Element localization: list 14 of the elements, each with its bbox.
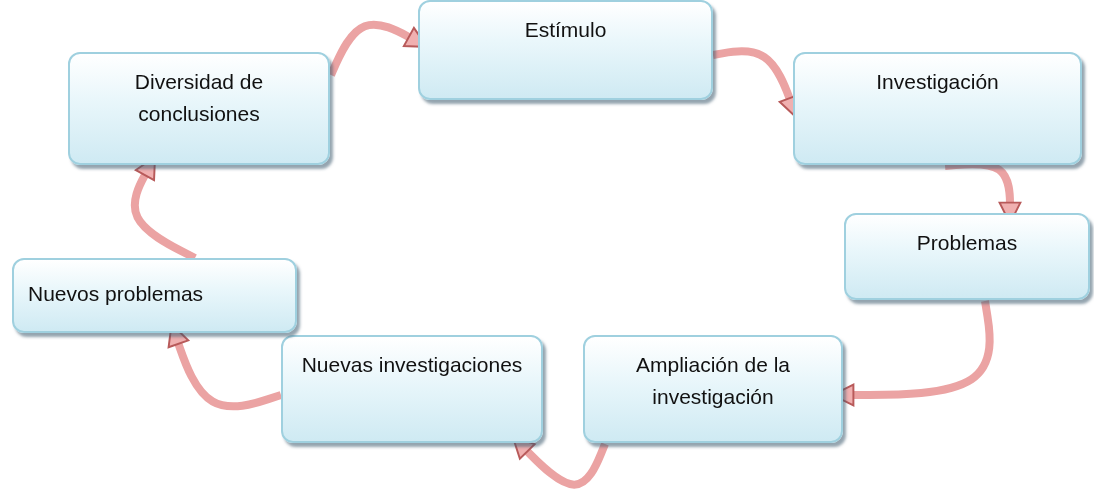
process-box (844, 213, 1090, 300)
process-box (583, 335, 843, 443)
box-label: Nuevos problemas (28, 281, 204, 307)
box-label: Nuevas investigaciones (301, 352, 523, 378)
box-label: Estímulo (524, 17, 607, 43)
process-box (12, 258, 297, 333)
box-label: Investigación (876, 69, 999, 95)
process-box (281, 335, 543, 443)
process-box (68, 52, 330, 165)
box-label: Diversidad de conclusiones (133, 69, 265, 127)
process-box (793, 52, 1082, 165)
process-box (418, 0, 713, 100)
box-label: Ampliación de la investigación (634, 352, 792, 410)
box-label: Problemas (916, 230, 1018, 256)
